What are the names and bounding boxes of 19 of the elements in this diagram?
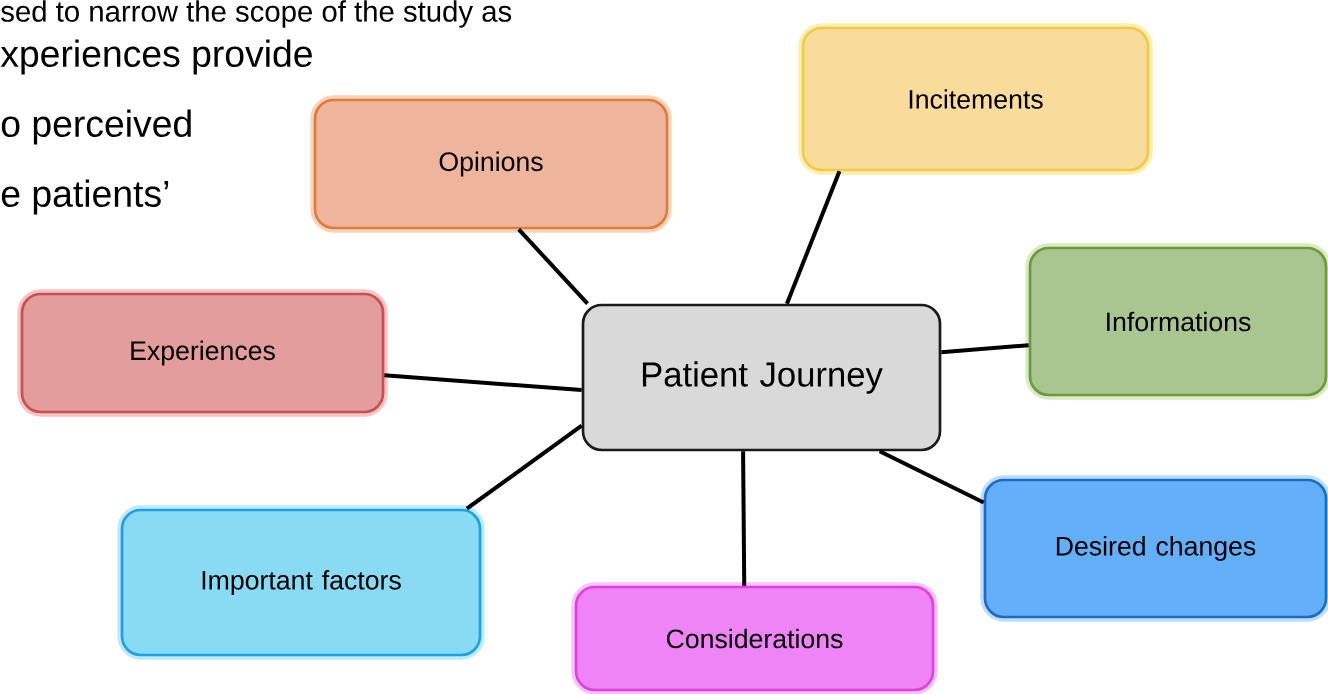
connector-line <box>878 449 985 505</box>
body-text: e patients’ <box>1 179 169 215</box>
topic-box: Important factors <box>117 505 485 660</box>
connector-line <box>465 424 583 511</box>
body-text: o perceived <box>1 109 191 145</box>
connector-line <box>941 343 1029 355</box>
body-text: xperiences provide <box>0 39 312 75</box>
topic-box: Desired changes <box>980 475 1328 622</box>
connector-line <box>517 227 589 305</box>
topic-box: Considerations <box>571 582 938 694</box>
topic-box: Informations <box>1025 243 1328 400</box>
connector-line <box>384 373 582 393</box>
body-text: sed to narrow the scope of the study as <box>1 0 512 28</box>
topic-box: Opinions <box>310 95 672 233</box>
center-box: Patient Journey <box>578 300 945 455</box>
topic-box: Incitements <box>798 23 1153 175</box>
topic-box: Experiences <box>17 289 388 417</box>
connector-line <box>785 170 842 305</box>
connector-line <box>741 451 747 586</box>
